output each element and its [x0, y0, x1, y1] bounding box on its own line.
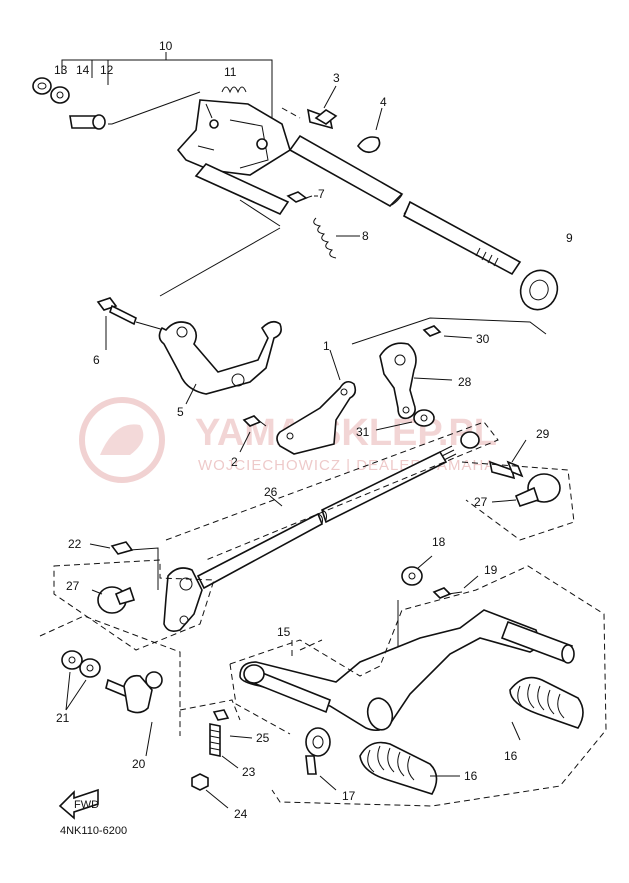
callout-25: 25: [256, 731, 270, 745]
callout-7: 7: [318, 187, 325, 201]
fwd-arrow-icon: FWD: [58, 788, 99, 820]
shift-pedal-assembly: [229, 555, 607, 807]
callout-28: 28: [458, 375, 472, 389]
callout-21: 21: [56, 711, 70, 725]
callout-9: 9: [566, 231, 573, 245]
callout-8: 8: [362, 229, 369, 243]
tie-rod-end: [39, 615, 253, 809]
callout-17: 17: [342, 789, 356, 803]
callout-19: 19: [484, 563, 498, 577]
callout-23: 23: [242, 765, 256, 779]
callout-22: 22: [68, 537, 82, 551]
watermark-logo: [79, 397, 165, 483]
callout-12: 12: [100, 63, 114, 77]
callout-4: 4: [380, 95, 387, 109]
fwd-label: FWD: [74, 799, 99, 811]
callout-27a: 27: [474, 495, 488, 509]
callout-13: 13: [54, 63, 68, 77]
callout-2: 2: [231, 455, 238, 469]
callout-1: 1: [323, 339, 330, 353]
callout-5: 5: [177, 405, 184, 419]
callout-31: 31: [356, 425, 370, 439]
callout-3: 3: [333, 71, 340, 85]
stopper-plate: [239, 349, 357, 455]
callout-26: 26: [264, 485, 278, 499]
callout-6: 6: [93, 353, 100, 367]
callout-27b: 27: [66, 579, 80, 593]
callout-30: 30: [476, 332, 490, 346]
callout-24: 24: [234, 807, 248, 821]
callout-18: 18: [432, 535, 446, 549]
shift-shaft-assembly: [32, 52, 559, 311]
shift-rod: [165, 421, 499, 590]
callout-20: 20: [132, 757, 146, 771]
callout-15: 15: [277, 625, 291, 639]
callout-29: 29: [536, 427, 550, 441]
callout-10: 10: [159, 39, 173, 53]
watermark-brand: YAMA-SKLEP.PL: [195, 412, 497, 454]
callout-14: 14: [76, 63, 90, 77]
shift-arm-right: [351, 317, 575, 541]
callout-11: 11: [224, 65, 237, 79]
rod-end-left: [53, 541, 215, 651]
callout-16a: 16: [464, 769, 478, 783]
callout-16b: 16: [504, 749, 518, 763]
drawing-code: 4NK110-6200: [60, 825, 127, 837]
callout-labels: 1 2 3 4 5 6 7 8 9 10 11 12 13 14 15 16 1…: [54, 39, 573, 821]
shift-arm-bracket: [96, 297, 282, 405]
